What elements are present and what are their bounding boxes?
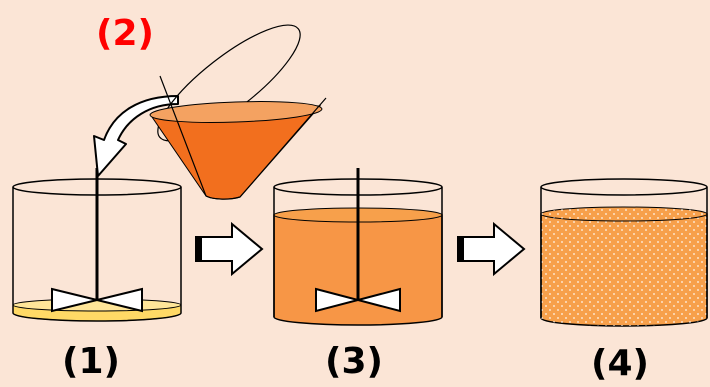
beaker-1 xyxy=(12,168,182,322)
block-arrow-right-2 xyxy=(457,221,526,277)
curved-arrow-icon xyxy=(93,95,179,177)
beaker-3 xyxy=(273,168,443,326)
step-3-label: (3) xyxy=(325,341,383,382)
block-arrow-right-1 xyxy=(195,221,264,277)
pouring-flask-icon xyxy=(149,24,327,200)
impeller-blade-right xyxy=(96,287,143,313)
step-1-label: (1) xyxy=(62,341,120,382)
impeller-blade-left xyxy=(51,287,98,313)
step-2-label: (2) xyxy=(96,13,154,54)
beaker-4 xyxy=(540,178,708,327)
step-4-label: (4) xyxy=(591,343,649,384)
